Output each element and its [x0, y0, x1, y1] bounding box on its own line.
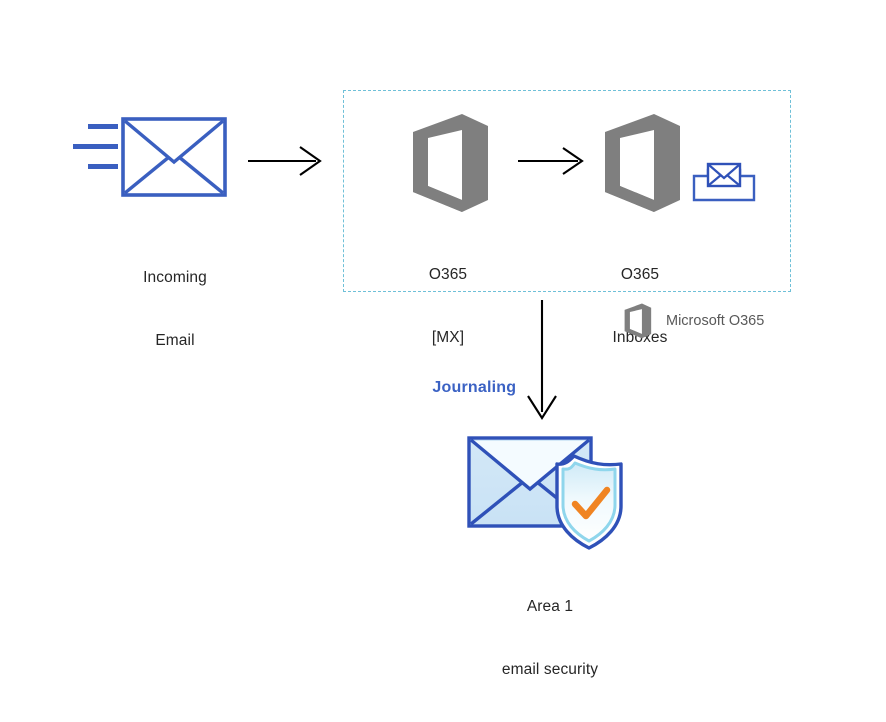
node-o365-mx[interactable]: O365 [MX]: [400, 112, 496, 346]
legend-label: Microsoft O365: [666, 312, 765, 329]
office365-logo-icon: [413, 114, 488, 212]
office365-logo-icon: [605, 114, 680, 212]
node-incoming-email-label: Incoming Email: [143, 269, 207, 349]
node-o365-inboxes-label: O365 Inboxes: [612, 266, 668, 346]
legend-microsoft-o365: Microsoft O365: [620, 302, 764, 339]
shielded-envelope-icon: [467, 436, 623, 550]
arrow-journaling-down: [520, 300, 566, 425]
arrow-incoming-to-mx: [248, 143, 328, 179]
node-o365-inboxes[interactable]: O365 Inboxes: [592, 112, 688, 346]
envelope-icon: [73, 117, 227, 197]
node-inbox-envelope-badge[interactable]: [692, 160, 756, 204]
arrow-mx-to-inboxes: [518, 143, 590, 179]
journaling-label: Journaling: [432, 379, 517, 396]
node-o365-mx-label: O365 [MX]: [428, 266, 468, 346]
node-area1-label: Area 1 email security: [501, 598, 599, 678]
node-incoming-email[interactable]: Incoming Email: [70, 115, 230, 349]
diagram-canvas: Incoming Email O365 [MX]: [70, 90, 791, 678]
inbox-envelope-icon: [692, 162, 756, 202]
node-area1-email-security[interactable]: Area 1 email security: [465, 432, 635, 678]
office365-logo-icon: [624, 303, 652, 339]
microsoft-o365-boundary: [343, 90, 791, 292]
